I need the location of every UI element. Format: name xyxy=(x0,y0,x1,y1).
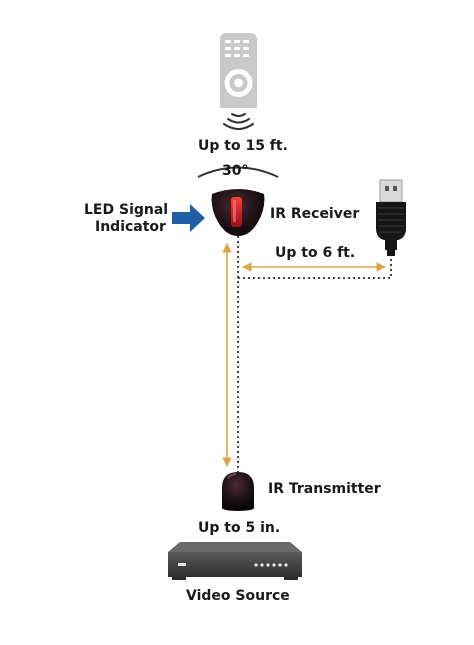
ir-transmitter-icon xyxy=(222,472,254,511)
usb-plug-icon xyxy=(376,179,406,256)
video-source-device-icon xyxy=(168,542,302,580)
ir-receiver-icon xyxy=(211,189,265,236)
remote-range-label: Up to 15 ft. xyxy=(198,138,288,154)
led-indicator-arrow-icon xyxy=(172,204,205,232)
transmitter-range-label: Up to 5 in. xyxy=(198,520,281,536)
remote-control-icon xyxy=(220,33,257,108)
ir-signal-waves-icon xyxy=(223,113,254,130)
led-indicator-label-line2: Indicator xyxy=(95,219,166,235)
ir-transmitter-label: IR Transmitter xyxy=(268,481,381,497)
usb-range-label: Up to 6 ft. xyxy=(275,245,356,261)
ir-receiver-label: IR Receiver xyxy=(270,206,360,222)
cable-lines xyxy=(237,236,392,472)
video-source-label: Video Source xyxy=(186,588,290,604)
led-indicator-label-line1: LED Signal xyxy=(84,202,169,218)
reception-angle-arc xyxy=(197,166,279,178)
reception-angle-label: 30° xyxy=(222,163,249,179)
